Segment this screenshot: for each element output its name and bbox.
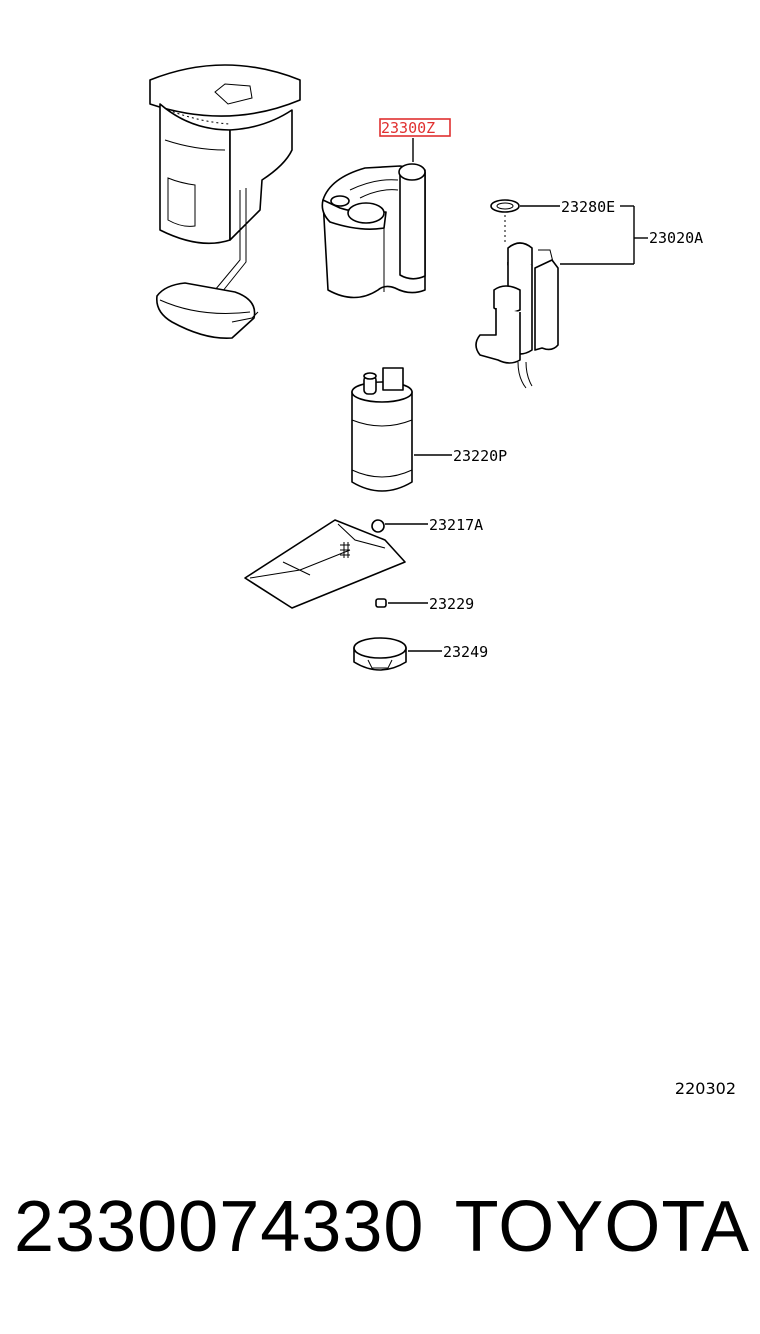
- fuel-pump: [351, 367, 413, 492]
- pump-bracket-assembly: [149, 64, 301, 339]
- callout-23249[interactable]: 23249: [408, 643, 488, 661]
- callout-23280e[interactable]: 23280E: [520, 198, 634, 216]
- callout-label-1: 23300Z: [381, 119, 435, 137]
- o-ring: [490, 199, 520, 213]
- callout-23300z[interactable]: 23300Z: [379, 118, 451, 162]
- callout-23220p[interactable]: 23220P: [414, 447, 507, 465]
- callout-23229[interactable]: 23229: [388, 595, 474, 613]
- callout-label-4: 23220P: [453, 447, 507, 465]
- callout-label-7: 23249: [443, 643, 488, 661]
- callout-label-3: 23020A: [649, 229, 703, 247]
- footer: 2330074330 TOYOTA: [14, 1186, 750, 1276]
- parts-diagram: 23300Z 23280E 23020A: [149, 64, 703, 671]
- callout-label-5: 23217A: [429, 516, 483, 534]
- callout-23217a[interactable]: 23217A: [385, 516, 483, 534]
- diagram-code: 220302: [674, 1079, 736, 1098]
- fuel-filter-assembly: [321, 163, 426, 299]
- fuel-strainer: [244, 519, 406, 609]
- cushion: [353, 637, 407, 671]
- part-number: 2330074330: [14, 1187, 425, 1267]
- brand-name: TOYOTA: [454, 1187, 750, 1267]
- callout-23020a[interactable]: 23020A: [560, 206, 703, 265]
- highlight-box: [379, 118, 451, 137]
- clip: [375, 598, 387, 608]
- callout-label-2: 23280E: [561, 198, 615, 216]
- callout-label-6: 23229: [429, 595, 474, 613]
- pressure-regulator-assembly: [475, 199, 559, 389]
